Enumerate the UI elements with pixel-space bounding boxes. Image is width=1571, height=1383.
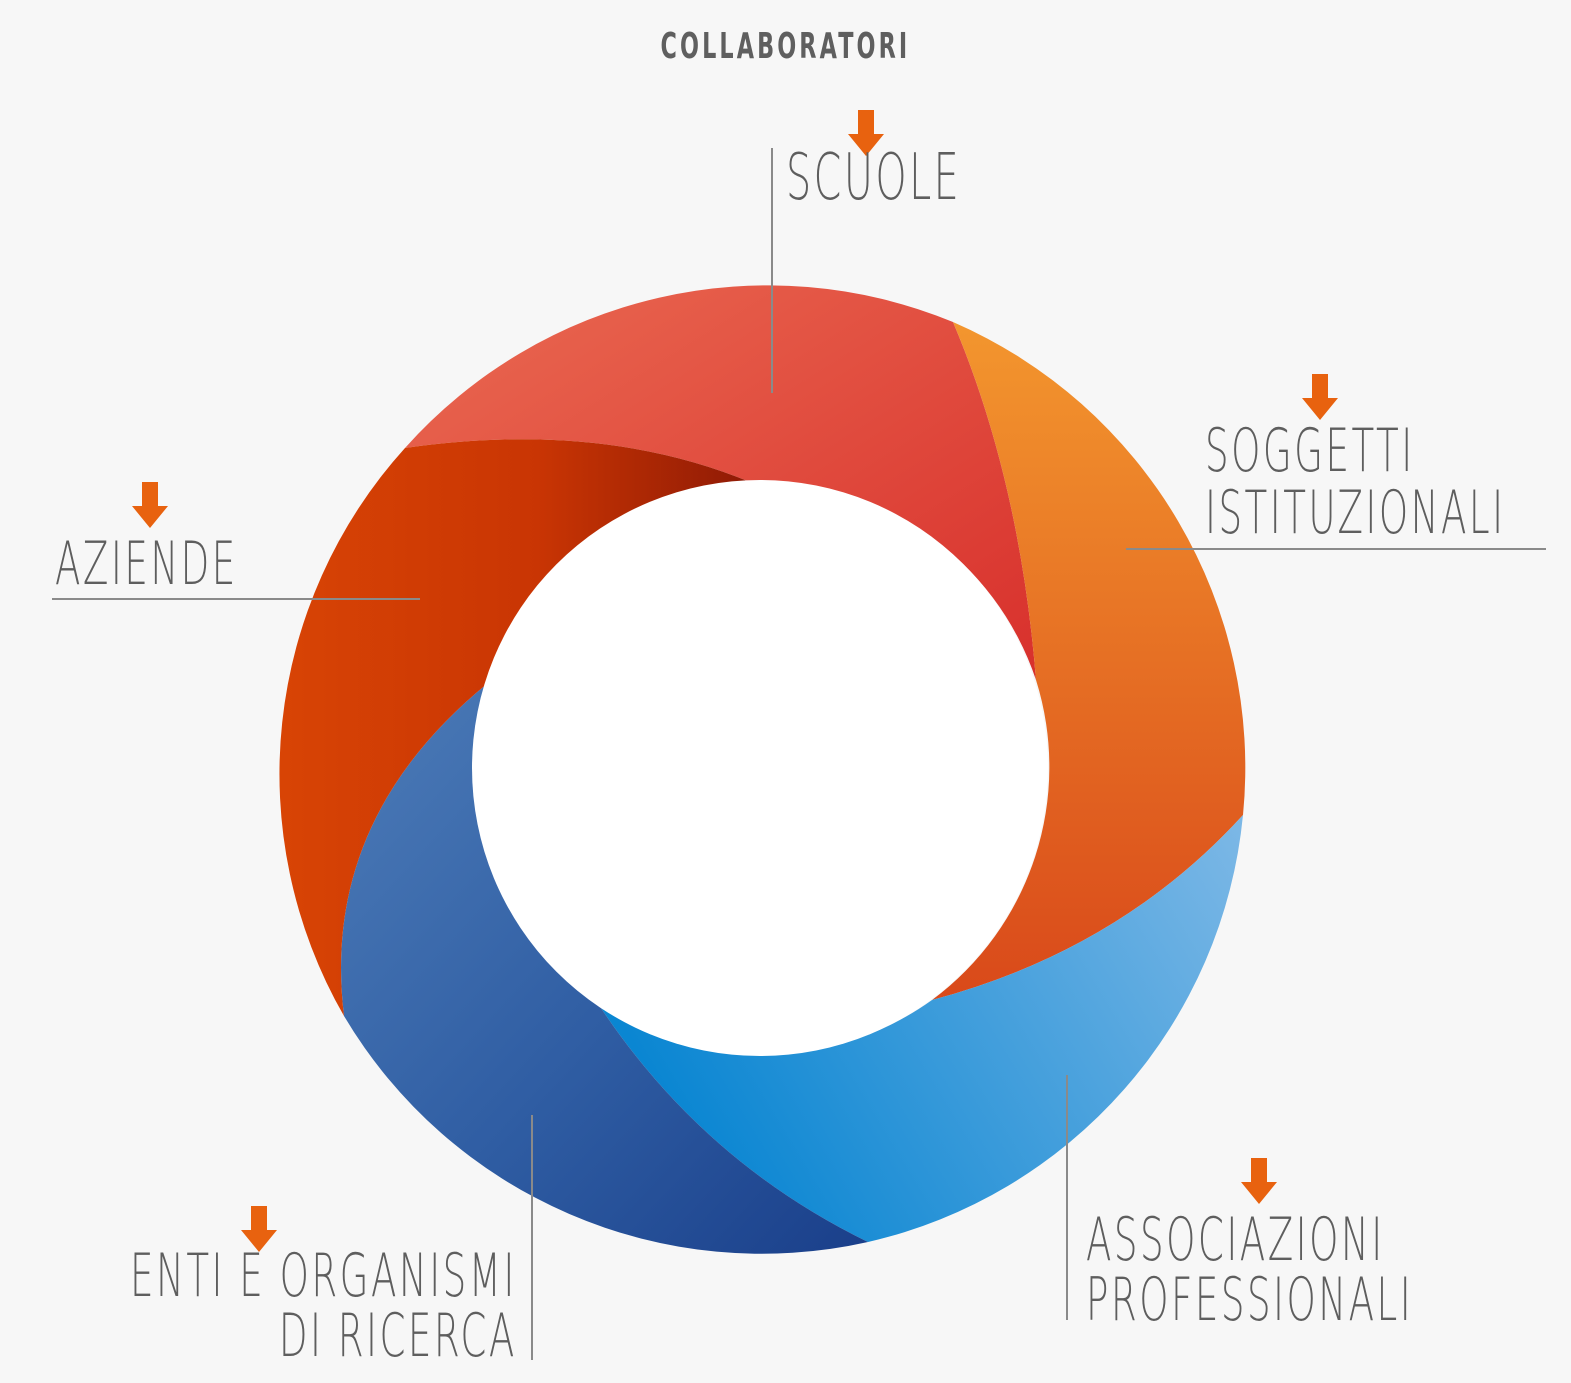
leader-line-associazioni — [1066, 1075, 1068, 1320]
label-aziende: AZIENDE — [55, 529, 238, 599]
label-enti-organismi-ricerca: ENTI E ORGANISMI DI RICERCA — [130, 1241, 517, 1371]
arrow-down-icon — [132, 482, 168, 528]
segment-aziende — [279, 439, 750, 1016]
label-associazioni-professionali: ASSOCIAZIONI PROFESSIONALI — [1086, 1205, 1414, 1335]
diagram-title: COLLABORATORI — [660, 26, 911, 67]
leader-line-scuole — [771, 148, 773, 393]
segment-associazioni — [597, 815, 1243, 1242]
label-scuole: SCUOLE — [786, 141, 962, 215]
leader-line-soggetti — [1126, 548, 1546, 550]
leader-line-enti — [531, 1115, 533, 1360]
segment-scuole — [405, 285, 1036, 680]
arrow-down-icon — [1241, 1158, 1277, 1204]
segment-enti — [341, 683, 868, 1254]
arrow-down-icon — [241, 1206, 277, 1252]
arrow-down-icon — [848, 110, 884, 156]
arrow-down-icon — [1302, 374, 1338, 420]
ring-center — [472, 480, 1048, 1056]
label-soggetti-istituzionali: SOGGETTI ISTITUZIONALI — [1205, 416, 1506, 548]
segment-soggetti — [932, 322, 1246, 1000]
leader-line-aziende — [52, 598, 420, 600]
